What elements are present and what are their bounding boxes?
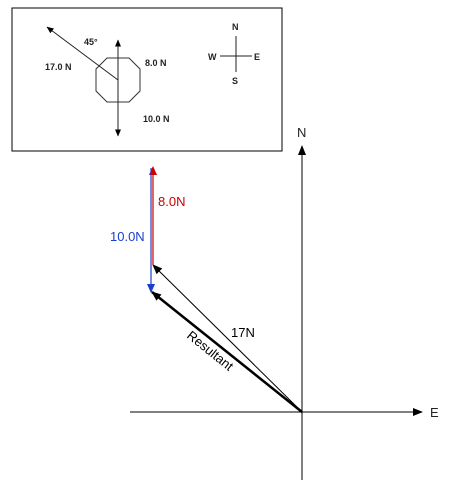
compass-west-label: W bbox=[208, 52, 217, 62]
vector-resultant bbox=[151, 291, 303, 413]
compass-north-label: N bbox=[232, 22, 239, 32]
main-axes: N E bbox=[130, 125, 439, 480]
inset-force-10-label: 10.0 N bbox=[143, 114, 170, 124]
north-axis-label: N bbox=[297, 125, 306, 140]
vector-10n-label: 10.0N bbox=[110, 229, 145, 244]
inset-diagonal-force bbox=[46, 26, 119, 81]
vector-17n bbox=[152, 264, 303, 413]
vector-17n-label: 17N bbox=[231, 325, 255, 340]
resultant-label: Resultant bbox=[184, 328, 237, 374]
inset-force-8-label: 8.0 N bbox=[145, 58, 167, 68]
compass-south-label: S bbox=[232, 76, 238, 86]
east-axis-label: E bbox=[430, 405, 439, 420]
inset-force-17-label: 17.0 N bbox=[45, 62, 72, 72]
vectors: 8.0N 10.0N 17N Resultant bbox=[110, 166, 303, 413]
compass-east-label: E bbox=[254, 52, 260, 62]
inset-panel: 45° 17.0 N 8.0 N 10.0 N N S E W bbox=[11, 7, 283, 152]
octagon-object bbox=[95, 57, 141, 103]
vector-8n-label: 8.0N bbox=[158, 194, 185, 209]
inset-angle-label: 45° bbox=[84, 37, 98, 47]
compass-rose: N S E W bbox=[208, 22, 260, 86]
inset-frame bbox=[11, 7, 283, 152]
